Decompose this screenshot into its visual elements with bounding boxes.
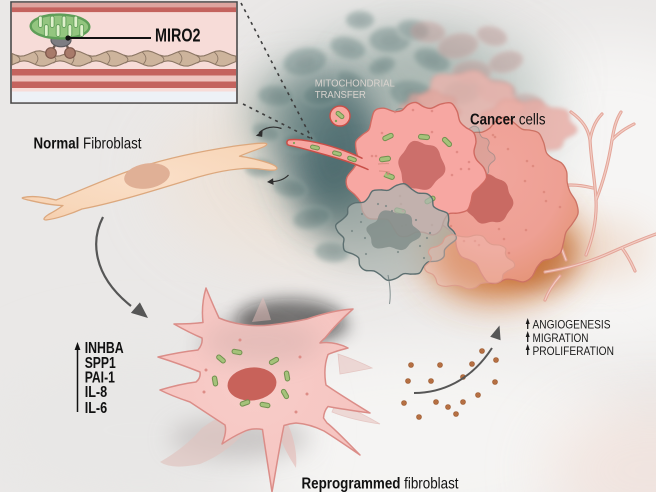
svg-text:Reprogrammed fibroblast: Reprogrammed fibroblast	[302, 475, 460, 492]
svg-text:Normal Fibroblast: Normal Fibroblast	[34, 136, 143, 153]
svg-text:PAI-1: PAI-1	[85, 370, 115, 387]
svg-text:IL-6: IL-6	[85, 400, 108, 417]
svg-text:ANGIOGENESIS: ANGIOGENESIS	[533, 318, 611, 332]
svg-text:Cancer cells: Cancer cells	[470, 112, 546, 129]
svg-text:IL-8: IL-8	[85, 384, 108, 401]
svg-text:PROLIFERATION: PROLIFERATION	[533, 344, 615, 358]
svg-text:MIGRATION: MIGRATION	[533, 331, 589, 345]
svg-text:SPP1: SPP1	[85, 355, 116, 372]
svg-text:INHBA: INHBA	[85, 340, 124, 357]
svg-text:MITOCHONDRIAL: MITOCHONDRIAL	[315, 78, 396, 89]
svg-text:TRANSFER: TRANSFER	[315, 90, 366, 101]
svg-text:MIRO2: MIRO2	[155, 25, 201, 45]
